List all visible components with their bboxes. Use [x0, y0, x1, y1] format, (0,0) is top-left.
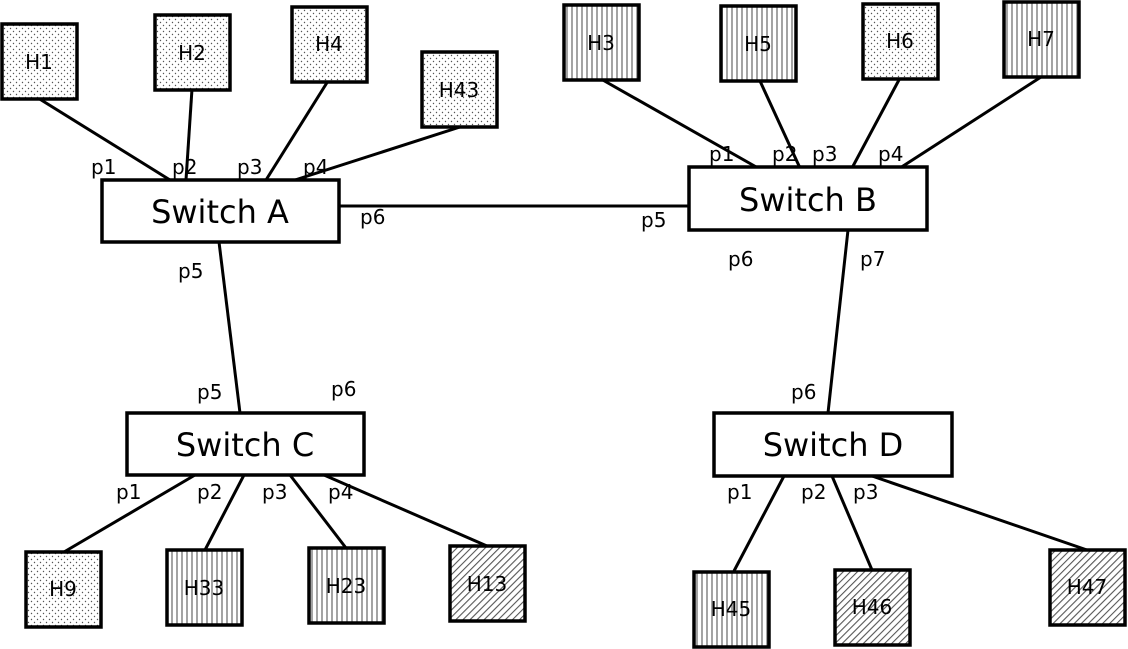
link-h5-switch-b [758, 80, 802, 169]
host-h33[interactable]: H33 [165, 548, 244, 627]
host-h46-label: H46 [852, 595, 893, 619]
host-h23-label: H23 [326, 574, 367, 598]
link-h1-switch-a [37, 96, 171, 182]
switch-c-port-p6-label: p6 [331, 377, 356, 401]
host-h4-label: H4 [315, 32, 343, 56]
link-switch-c-h23 [288, 474, 348, 549]
links [37, 75, 1088, 572]
switch-a[interactable]: Switch A [100, 178, 341, 244]
link-h3-switch-b [600, 77, 759, 170]
switch-d-port-p3-label: p3 [853, 480, 878, 504]
switch-d-port-p6-label: p6 [791, 380, 816, 404]
host-h2[interactable]: H2 [153, 13, 232, 92]
host-h2-label: H2 [178, 41, 206, 65]
switch-b-port-p5-label: p5 [641, 208, 666, 232]
switch-c-port-p4-label: p4 [328, 480, 353, 504]
host-h47-label: H47 [1067, 575, 1108, 599]
switch-b-port-p7-label: p7 [860, 247, 885, 271]
switch-d-label: Switch D [763, 426, 904, 464]
host-h7[interactable]: H7 [1002, 0, 1081, 79]
switch-a-port-p2-label: p2 [172, 155, 197, 179]
switch-d-port-p1-label: p1 [727, 480, 752, 504]
switch-b-port-p2-label: p2 [772, 142, 797, 166]
link-switch-c-h33 [203, 474, 246, 551]
switch-a-port-p3-label: p3 [237, 155, 262, 179]
link-switch-d-h46 [830, 475, 874, 571]
switch-a-port-p1-label: p1 [91, 155, 116, 179]
switch-d[interactable]: Switch D [712, 411, 954, 478]
link-h6-switch-b [850, 77, 902, 169]
switch-a-label: Switch A [151, 193, 289, 231]
host-h23[interactable]: H23 [307, 546, 386, 625]
host-h43-label: H43 [439, 78, 480, 102]
switch-c-port-p2-label: p2 [197, 480, 222, 504]
host-h43[interactable]: H43 [420, 50, 499, 129]
host-h5-label: H5 [744, 32, 772, 56]
port-labels: p1 p2 p3 p4 p6 p5 p1 p2 p3 p4 p5 p6 p7 p… [91, 142, 903, 504]
switch-b-port-p4-label: p4 [878, 142, 903, 166]
switch-a-port-p6-label: p6 [360, 205, 385, 229]
host-h6-label: H6 [886, 29, 914, 53]
link-switch-a-switch-c [217, 241, 242, 414]
link-h43-switch-a [294, 125, 461, 182]
host-h3-label: H3 [587, 31, 615, 55]
switch-b[interactable]: Switch B [687, 165, 929, 232]
link-h4-switch-a [264, 80, 330, 181]
link-switch-d-h47 [871, 474, 1088, 552]
host-h6[interactable]: H6 [861, 2, 940, 81]
switch-a-port-p4-label: p4 [303, 155, 328, 179]
switch-b-port-p6-label: p6 [728, 247, 753, 271]
switch-c-label: Switch C [176, 426, 314, 464]
host-h1[interactable]: H1 [0, 22, 79, 101]
switch-a-port-p5-label: p5 [178, 259, 203, 283]
host-h47[interactable]: H47 [1048, 548, 1127, 627]
host-h4[interactable]: H4 [290, 5, 369, 84]
host-h45-label: H45 [711, 597, 752, 621]
switch-b-port-p1-label: p1 [709, 142, 734, 166]
host-h7-label: H7 [1027, 27, 1055, 51]
host-h1-label: H1 [25, 50, 53, 74]
host-h13[interactable]: H13 [448, 544, 527, 623]
host-h5[interactable]: H5 [719, 4, 798, 83]
switch-b-label: Switch B [739, 181, 877, 219]
link-switch-b-switch-d [826, 229, 850, 414]
link-switch-c-h13 [323, 473, 488, 548]
link-h2-switch-a [184, 88, 194, 181]
host-h9-label: H9 [49, 577, 77, 601]
link-switch-d-h45 [732, 475, 786, 572]
switch-c-port-p1-label: p1 [116, 480, 141, 504]
switch-b-port-p3-label: p3 [812, 142, 837, 166]
host-h3[interactable]: H3 [562, 3, 641, 82]
host-h33-label: H33 [184, 576, 225, 600]
switch-c-port-p3-label: p3 [262, 480, 287, 504]
host-h46[interactable]: H46 [833, 568, 912, 647]
switch-d-port-p2-label: p2 [801, 480, 826, 504]
host-h9[interactable]: H9 [24, 550, 103, 629]
switch-c-port-p5-label: p5 [197, 380, 222, 404]
switch-c[interactable]: Switch C [125, 411, 366, 477]
host-h13-label: H13 [467, 572, 508, 596]
link-switch-c-h9 [63, 473, 196, 554]
host-h45[interactable]: H45 [692, 570, 771, 649]
link-h7-switch-b [899, 75, 1042, 170]
